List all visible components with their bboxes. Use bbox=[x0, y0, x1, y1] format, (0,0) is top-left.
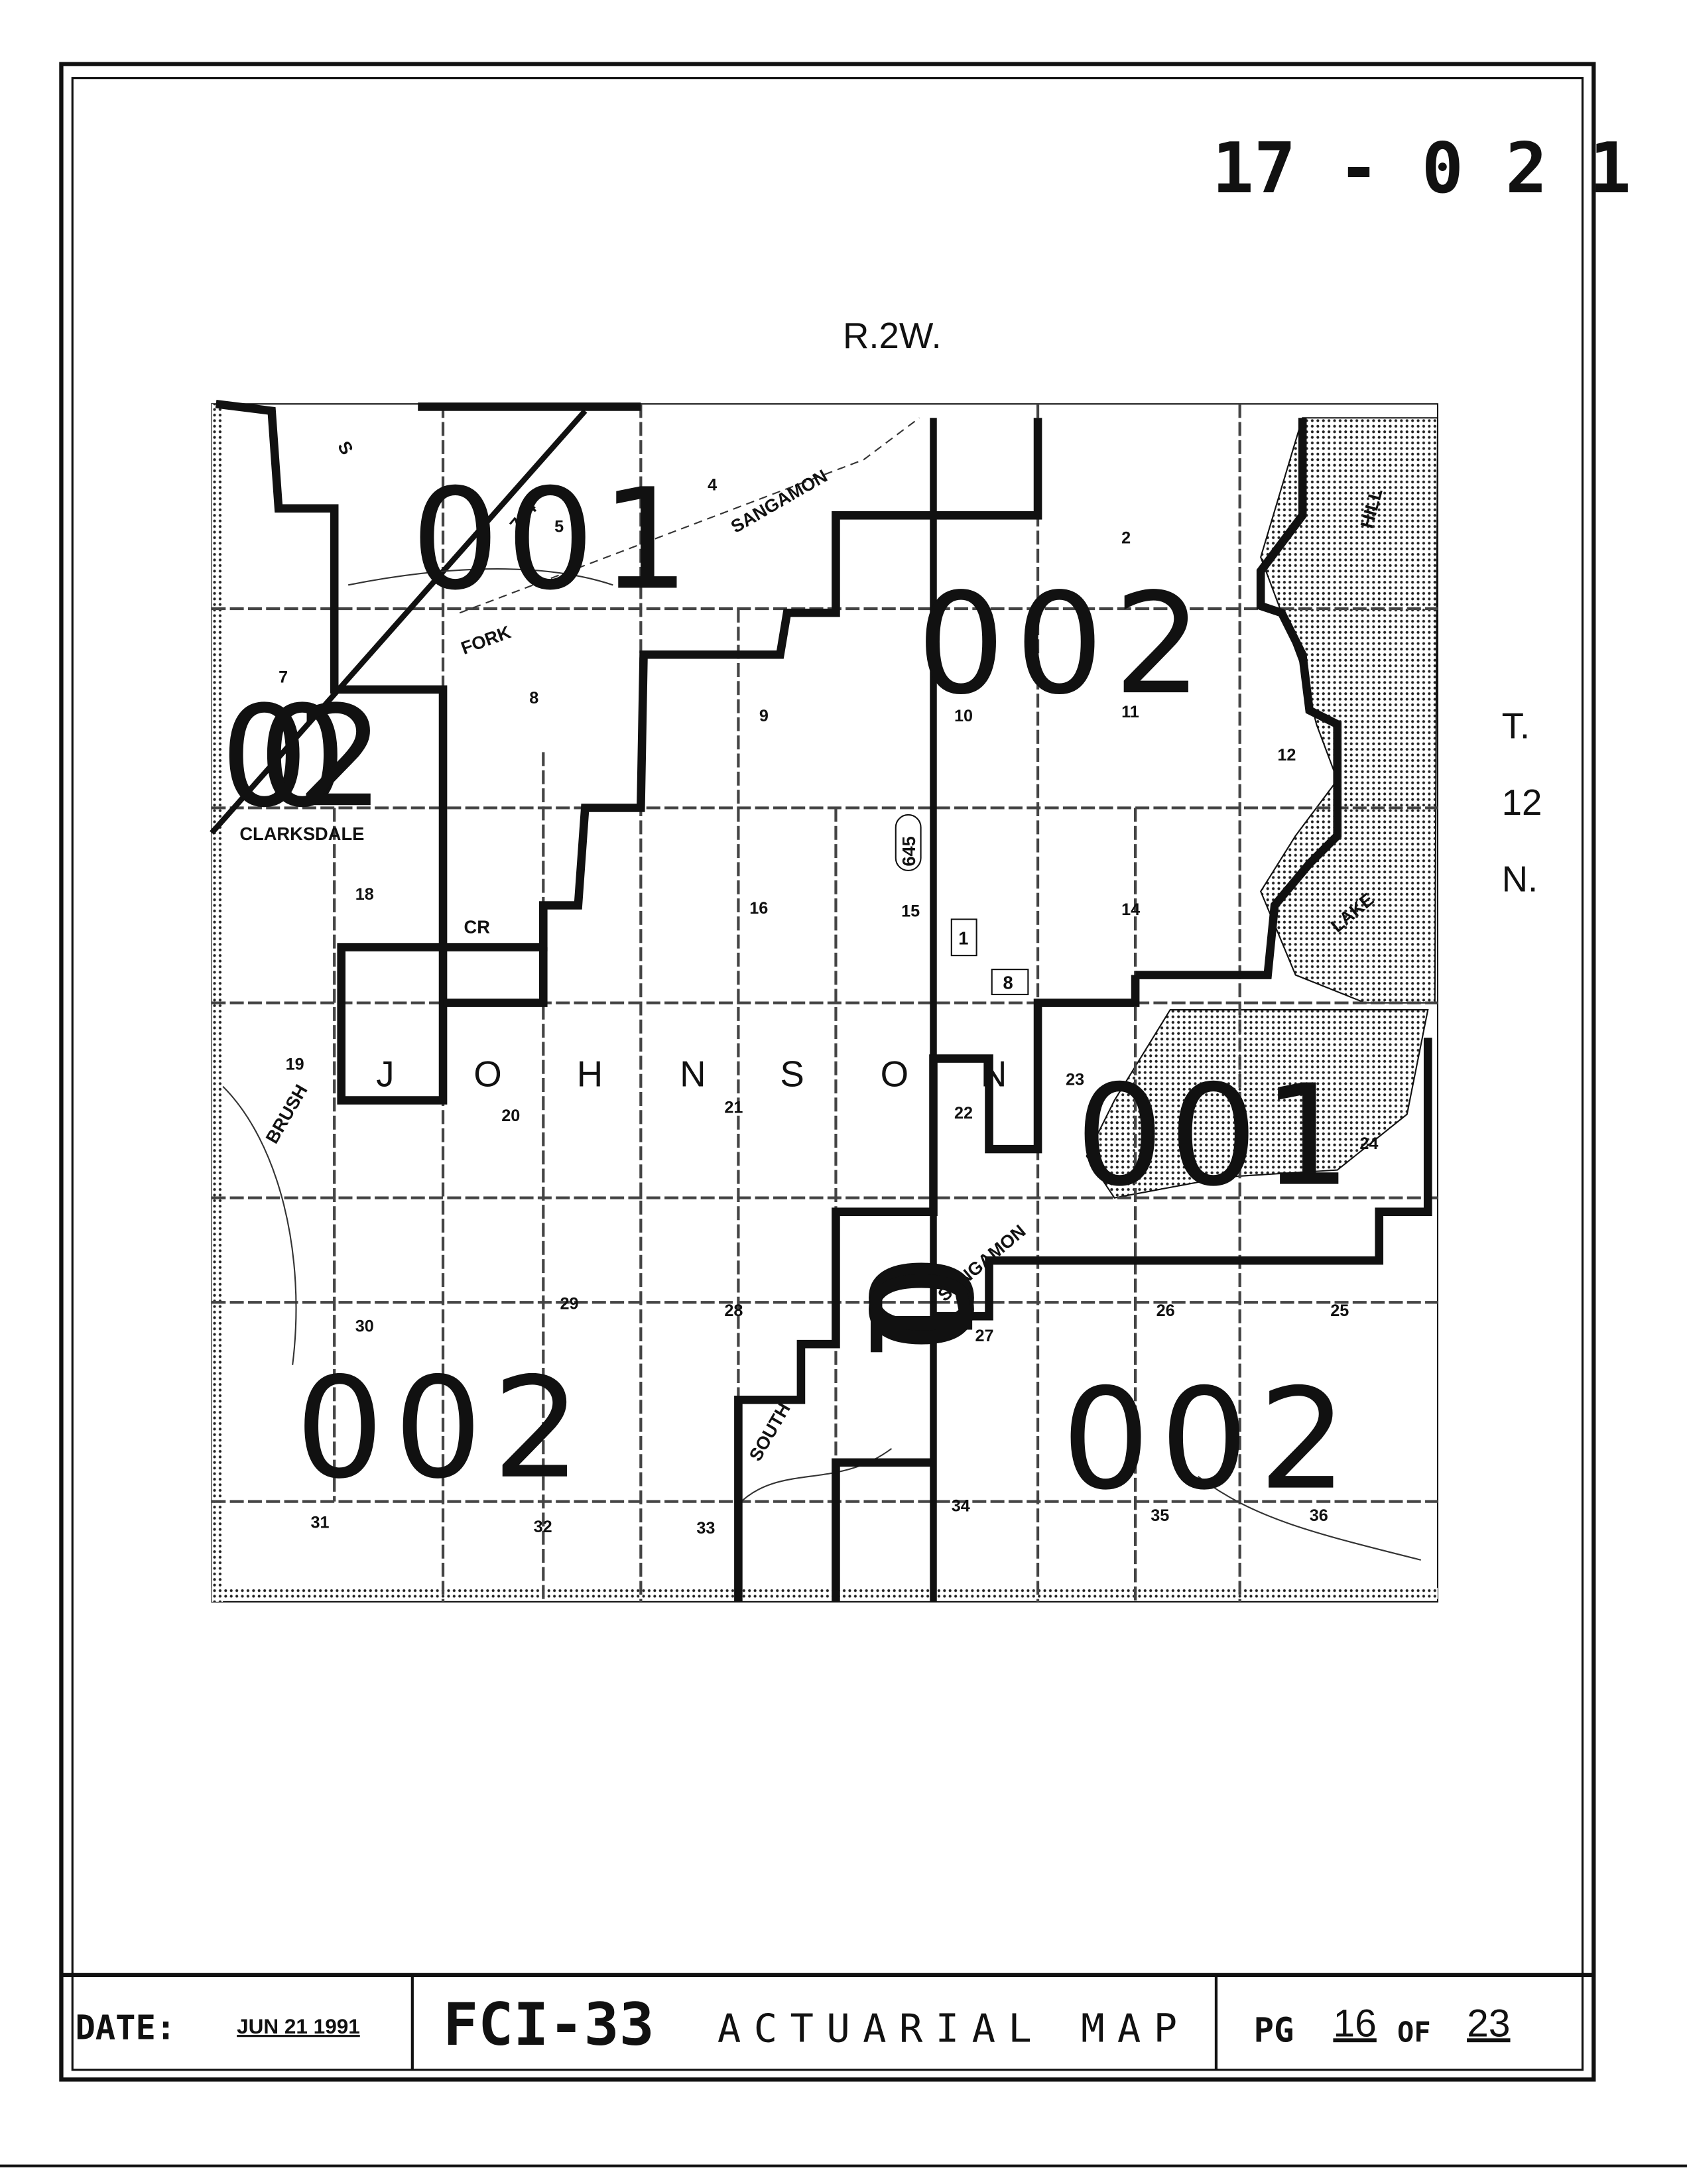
township-label-n: N. bbox=[1502, 859, 1538, 899]
date-label: DATE: bbox=[75, 2008, 176, 2047]
section-number: 5 bbox=[554, 518, 564, 536]
section-number: 20 bbox=[501, 1107, 520, 1125]
section-number: 7 bbox=[279, 668, 288, 686]
section-number: 16 bbox=[749, 899, 768, 918]
section-number: 15 bbox=[901, 902, 920, 920]
section-number: 14 bbox=[1121, 900, 1140, 919]
road-dashed bbox=[459, 417, 920, 614]
district-label-002: 002 bbox=[1062, 1359, 1347, 1521]
section-number: 12 bbox=[1277, 746, 1296, 764]
district-label-001: 001 bbox=[1076, 1055, 1351, 1217]
township-letter: O bbox=[473, 1054, 501, 1095]
township-label-t: T. bbox=[1502, 705, 1530, 746]
township-label-12: 12 bbox=[1502, 782, 1542, 823]
section-number: 18 bbox=[355, 885, 374, 904]
section-number: 11 bbox=[1121, 703, 1139, 721]
section-number: 32 bbox=[534, 1518, 552, 1536]
town-clarksdale: CLARKSDALE bbox=[239, 823, 364, 844]
section-number: 36 bbox=[1310, 1506, 1328, 1525]
district-label-002: 002 bbox=[220, 676, 385, 838]
page-label: PG bbox=[1254, 2011, 1294, 2050]
township-letter: J bbox=[376, 1054, 394, 1095]
of-label: OF bbox=[1397, 2016, 1431, 2049]
township-letter: N bbox=[680, 1054, 706, 1095]
district-label-002: 002 bbox=[916, 563, 1202, 725]
district-labels: 001 002 002 001 002 002 001 bbox=[220, 459, 1351, 1521]
route-645-label: 645 bbox=[899, 836, 919, 867]
route-1-label: 1 bbox=[958, 928, 968, 948]
section-number: 27 bbox=[975, 1327, 994, 1345]
page-number: 16 bbox=[1333, 2002, 1376, 2045]
district-label-001: 001 bbox=[838, 1254, 1000, 1365]
route-645-shield bbox=[895, 814, 922, 872]
section-number: 22 bbox=[954, 1104, 973, 1122]
section-number: 21 bbox=[724, 1099, 743, 1117]
form-title: ACTUARIAL MAP bbox=[718, 2006, 1177, 2051]
section-number: 9 bbox=[759, 707, 769, 725]
section-number: 10 bbox=[954, 707, 973, 725]
date-value: JUN 21 1991 bbox=[237, 2014, 360, 2038]
district-label-002: 002 bbox=[295, 1347, 581, 1510]
route-8-label: 8 bbox=[1003, 973, 1013, 993]
stream bbox=[222, 568, 1422, 1561]
page-total: 23 bbox=[1467, 2002, 1510, 2045]
form-code: FCI-33 bbox=[443, 1990, 655, 2059]
range-label: R.2W. bbox=[843, 316, 942, 356]
district-boundary bbox=[215, 399, 1432, 1602]
section-number: 34 bbox=[952, 1496, 970, 1515]
section-number: 25 bbox=[1330, 1302, 1349, 1320]
section-number: 2 bbox=[1121, 528, 1131, 547]
railroad bbox=[210, 408, 588, 835]
township-letter: N bbox=[981, 1054, 1007, 1095]
township-letter: O bbox=[881, 1054, 908, 1095]
district-label-001: 001 bbox=[411, 459, 690, 621]
section-number: 19 bbox=[286, 1055, 304, 1073]
inner-border bbox=[71, 77, 1584, 2071]
section-number: 29 bbox=[560, 1295, 578, 1313]
section-number: 33 bbox=[696, 1519, 715, 1538]
township-map bbox=[210, 399, 1439, 1603]
outer-border bbox=[59, 62, 1596, 2082]
township-letter: H bbox=[577, 1054, 603, 1095]
section-number: 28 bbox=[724, 1302, 743, 1320]
section-number: 31 bbox=[310, 1514, 329, 1532]
title-block: DATE: JUN 21 1991 FCI-33 ACTUARIAL MAP P… bbox=[61, 1972, 1594, 2070]
section-number: 30 bbox=[355, 1317, 374, 1335]
township-name: J O H N S O N bbox=[376, 1054, 1007, 1095]
section-numbers: 2 4 5 7 8 9 10 11 12 14 15 16 18 19 20 2… bbox=[279, 475, 1378, 1537]
map-number: 17 - 0 2 1 bbox=[1212, 128, 1631, 209]
section-number: 4 bbox=[708, 475, 717, 494]
township-letter: S bbox=[780, 1054, 804, 1095]
route-8-shield bbox=[991, 969, 1029, 995]
section-number: 24 bbox=[1359, 1134, 1378, 1153]
section-number: 26 bbox=[1156, 1302, 1175, 1320]
section-number: 35 bbox=[1151, 1506, 1169, 1525]
lake-area-2 bbox=[1086, 1009, 1429, 1199]
creek-label: CR bbox=[464, 917, 491, 938]
section-number: 8 bbox=[529, 689, 538, 707]
route-1-shield bbox=[950, 918, 977, 957]
section-number: 23 bbox=[1066, 1070, 1084, 1089]
